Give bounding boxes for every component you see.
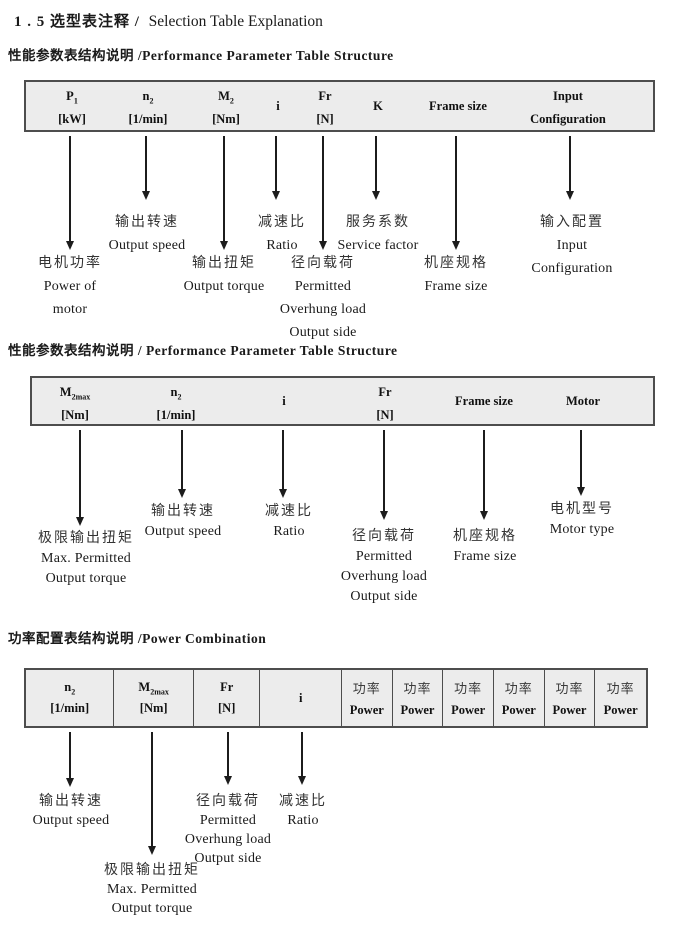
callout-output-speed: 输出转速 Output speed <box>32 794 110 828</box>
down-arrow-icon <box>317 136 329 250</box>
col-ratio: i <box>276 98 280 113</box>
page-title-en: Selection Table Explanation <box>148 13 323 30</box>
down-arrow-icon <box>74 430 86 526</box>
col-ratio: i <box>282 393 286 408</box>
col-fr: Fr [N] <box>194 670 261 726</box>
down-arrow-icon <box>176 430 188 498</box>
col-k: K <box>373 98 383 113</box>
col-m2: M2 [Nm] <box>212 89 240 126</box>
down-arrow-icon <box>218 136 230 250</box>
page-title: 1 . 5 选型表注释 / Selection Table Explanatio… <box>14 10 323 31</box>
callout-motor-type: 电机型号 Motor type <box>549 502 615 537</box>
col-p1: P1 [kW] <box>58 89 86 126</box>
section-2-heading: 性能参数表结构说明 / Performance Parameter Table … <box>8 343 398 358</box>
down-arrow-icon <box>277 430 289 498</box>
callout-ratio: 减速比 Ratio <box>258 215 306 253</box>
col-frame-size: Frame size <box>429 98 487 113</box>
callout-input-configuration: 输入配置 Input Configuration <box>531 215 613 276</box>
col-m2max: M2max [Nm] <box>114 670 194 726</box>
callout-output-speed: 输出转速 Output speed <box>108 215 186 253</box>
down-arrow-icon <box>140 136 152 200</box>
section-3-heading: 功率配置表结构说明 /Power Combination <box>8 631 267 646</box>
section-1-table-header: P1 [kW] n2 [1/min] M2 [Nm] i Fr [N] K Fr… <box>24 80 655 132</box>
callout-output-torque: 输出扭矩 Output torque <box>183 256 265 294</box>
col-motor: Motor <box>565 393 601 408</box>
down-arrow-icon <box>64 732 76 787</box>
col-power-4: 功率 Power <box>494 670 545 726</box>
col-power-3: 功率 Power <box>443 670 494 726</box>
section-1-heading: 性能参数表结构说明 /Performance Parameter Table S… <box>8 48 394 63</box>
callout-ratio: 减速比 Ratio <box>279 794 327 828</box>
down-arrow-icon <box>222 732 234 785</box>
col-m2max: M2max [Nm] <box>59 385 91 422</box>
down-arrow-icon <box>146 732 158 855</box>
col-power-1: 功率 Power <box>342 670 393 726</box>
callout-max-permitted-output-torque: 极限输出扭矩 Max. Permitted Output torque <box>104 863 200 916</box>
col-ratio: i <box>260 670 342 726</box>
down-arrow-icon <box>64 136 76 250</box>
col-fr: Fr [N] <box>316 89 334 126</box>
col-n2: n2 [1/min] <box>26 670 115 726</box>
section-2-table-header: M2max [Nm] n2 [1/min] i Fr [N] Frame siz… <box>30 376 655 426</box>
down-arrow-icon <box>378 430 390 520</box>
callout-overhung-load: 径向载荷 Permitted Overhung load Output side <box>279 256 367 340</box>
col-power-2: 功率 Power <box>393 670 444 726</box>
col-fr: Fr [N] <box>376 385 394 422</box>
col-frame-size: Frame size <box>455 393 513 408</box>
callout-frame-size: 机座规格 Frame size <box>453 529 517 564</box>
callout-max-permitted-output-torque: 极限输出扭矩 Max. Permitted Output torque <box>38 531 134 586</box>
col-input-configuration: Input Configuration <box>530 89 606 126</box>
down-arrow-icon <box>270 136 282 200</box>
callout-overhung-load: 径向载荷 Permitted Overhung load Output side <box>184 794 272 866</box>
down-arrow-icon <box>296 732 308 785</box>
down-arrow-icon <box>564 136 576 200</box>
section-3-table-header: n2 [1/min] M2max [Nm] Fr [N] i 功率 Power … <box>24 668 648 728</box>
callout-ratio: 减速比 Ratio <box>265 504 313 539</box>
col-n2: n2 [1/min] <box>128 89 168 126</box>
callout-service-factor: 服务系数 Service factor <box>337 215 419 253</box>
callout-power-of-motor: 电机功率 Power of motor <box>38 256 102 317</box>
col-power-5: 功率 Power <box>545 670 596 726</box>
down-arrow-icon <box>478 430 490 520</box>
col-n2: n2 [1/min] <box>156 385 196 422</box>
callout-overhung-load: 径向载荷 Permitted Overhung load Output side <box>340 529 428 604</box>
down-arrow-icon <box>370 136 382 200</box>
down-arrow-icon <box>575 430 587 496</box>
callout-output-speed: 输出转速 Output speed <box>144 504 222 539</box>
down-arrow-icon <box>450 136 462 250</box>
callout-frame-size: 机座规格 Frame size <box>424 256 488 294</box>
page-title-zh: 1 . 5 选型表注释 / <box>14 14 140 30</box>
col-power-6: 功率 Power <box>603 681 638 717</box>
